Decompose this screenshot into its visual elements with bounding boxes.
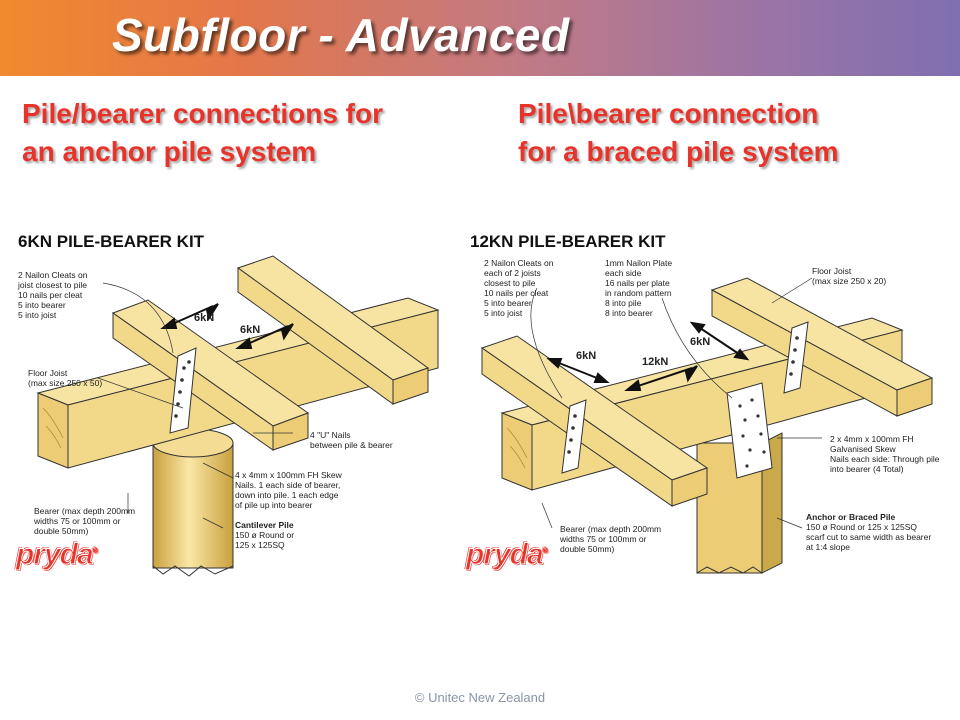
left-heading-line2: an anchor pile system <box>22 136 317 167</box>
braced-pile-illustration <box>480 277 934 574</box>
right-note-pile-name: Anchor or Braced Pile <box>806 512 896 522</box>
right-heading-line2: for a braced pile system <box>518 136 839 167</box>
slide-title: Subfloor - Advanced <box>112 9 570 61</box>
right-heading: Pile\bearer connection for a braced pile… <box>518 95 938 171</box>
nailon-plate <box>726 382 773 479</box>
left-heading: Pile/bearer connections for an anchor pi… <box>22 95 462 171</box>
right-heading-line1: Pile\bearer connection <box>518 98 819 129</box>
left-note-u-nails: 4 "U" Nails between pile & bearer <box>310 430 393 450</box>
left-note-pile-name: Cantilever Pile <box>235 520 294 530</box>
leader-lines <box>97 282 293 529</box>
nailon-cleat-front <box>561 399 587 474</box>
right-note-plate: 1mm Nailon Plate each side 16 nails per … <box>605 258 673 318</box>
load-arrows <box>546 321 750 391</box>
left-note-cleats: 2 Nailon Cleats on joist closest to pile… <box>18 270 88 320</box>
left-pryda-text: pryda <box>16 538 95 572</box>
right-pryda-logo: pryda® <box>466 538 548 572</box>
leader-lines <box>530 277 822 529</box>
left-note-bearer: Bearer (max depth 200mm widths 75 or 100… <box>34 506 136 536</box>
right-note-pile-size: 150 ø Round or 125 x 125SQ scarf cut to … <box>806 522 932 552</box>
right-note-cleats: 2 Nailon Cleats on each of 2 joists clos… <box>484 258 554 318</box>
left-arrow-label-b: 6kN <box>240 324 261 336</box>
left-note-skew-nails: 4 x 4mm x 100mm FH Skew Nails. 1 each si… <box>235 470 342 510</box>
anchor-pile-illustration <box>36 255 440 577</box>
right-note-floor-joist: Floor Joist (max size 250 x 20) <box>812 266 887 286</box>
load-arrows <box>160 303 294 349</box>
right-kit-title: 12KN PILE-BEARER KIT <box>470 232 666 251</box>
right-arrow-label-a: 6kN <box>576 350 597 362</box>
left-pryda-logo: pryda® <box>16 538 98 572</box>
right-pryda-text: pryda <box>466 538 545 572</box>
right-note-bearer: Bearer (max depth 200mm widths 75 or 100… <box>560 524 662 554</box>
anchor-pile-diagram: 6kN 6kN 2 Nailon Cleats on joist closest… <box>8 228 478 578</box>
left-note-floor-joist: Floor Joist (max size 250 x 50) <box>28 368 103 388</box>
left-kit-title: 6KN PILE-BEARER KIT <box>18 232 205 251</box>
cantilever-pile <box>152 428 234 577</box>
nailon-cleat <box>169 347 197 434</box>
left-note-pile-size: 150 ø Round or 125 x 125SQ <box>235 530 295 550</box>
title-banner <box>0 0 960 76</box>
left-heading-line1: Pile/bearer connections for <box>22 98 383 129</box>
right-arrow-label-c: 6kN <box>690 336 711 348</box>
right-note-skew-nails: 2 x 4mm x 100mm FH Galvanised Skew Nails… <box>830 434 940 474</box>
right-arrow-label-b: 12kN <box>642 356 669 368</box>
left-arrow-label-a: 6kN <box>194 312 215 324</box>
floor-joist-back <box>236 255 430 405</box>
nailon-cleat-back <box>783 321 809 394</box>
braced-pile-diagram: 6kN 12kN 6kN 2 Nailon Cleats on each of … <box>462 228 952 578</box>
footer-copyright: © Unitec New Zealand <box>414 690 546 705</box>
